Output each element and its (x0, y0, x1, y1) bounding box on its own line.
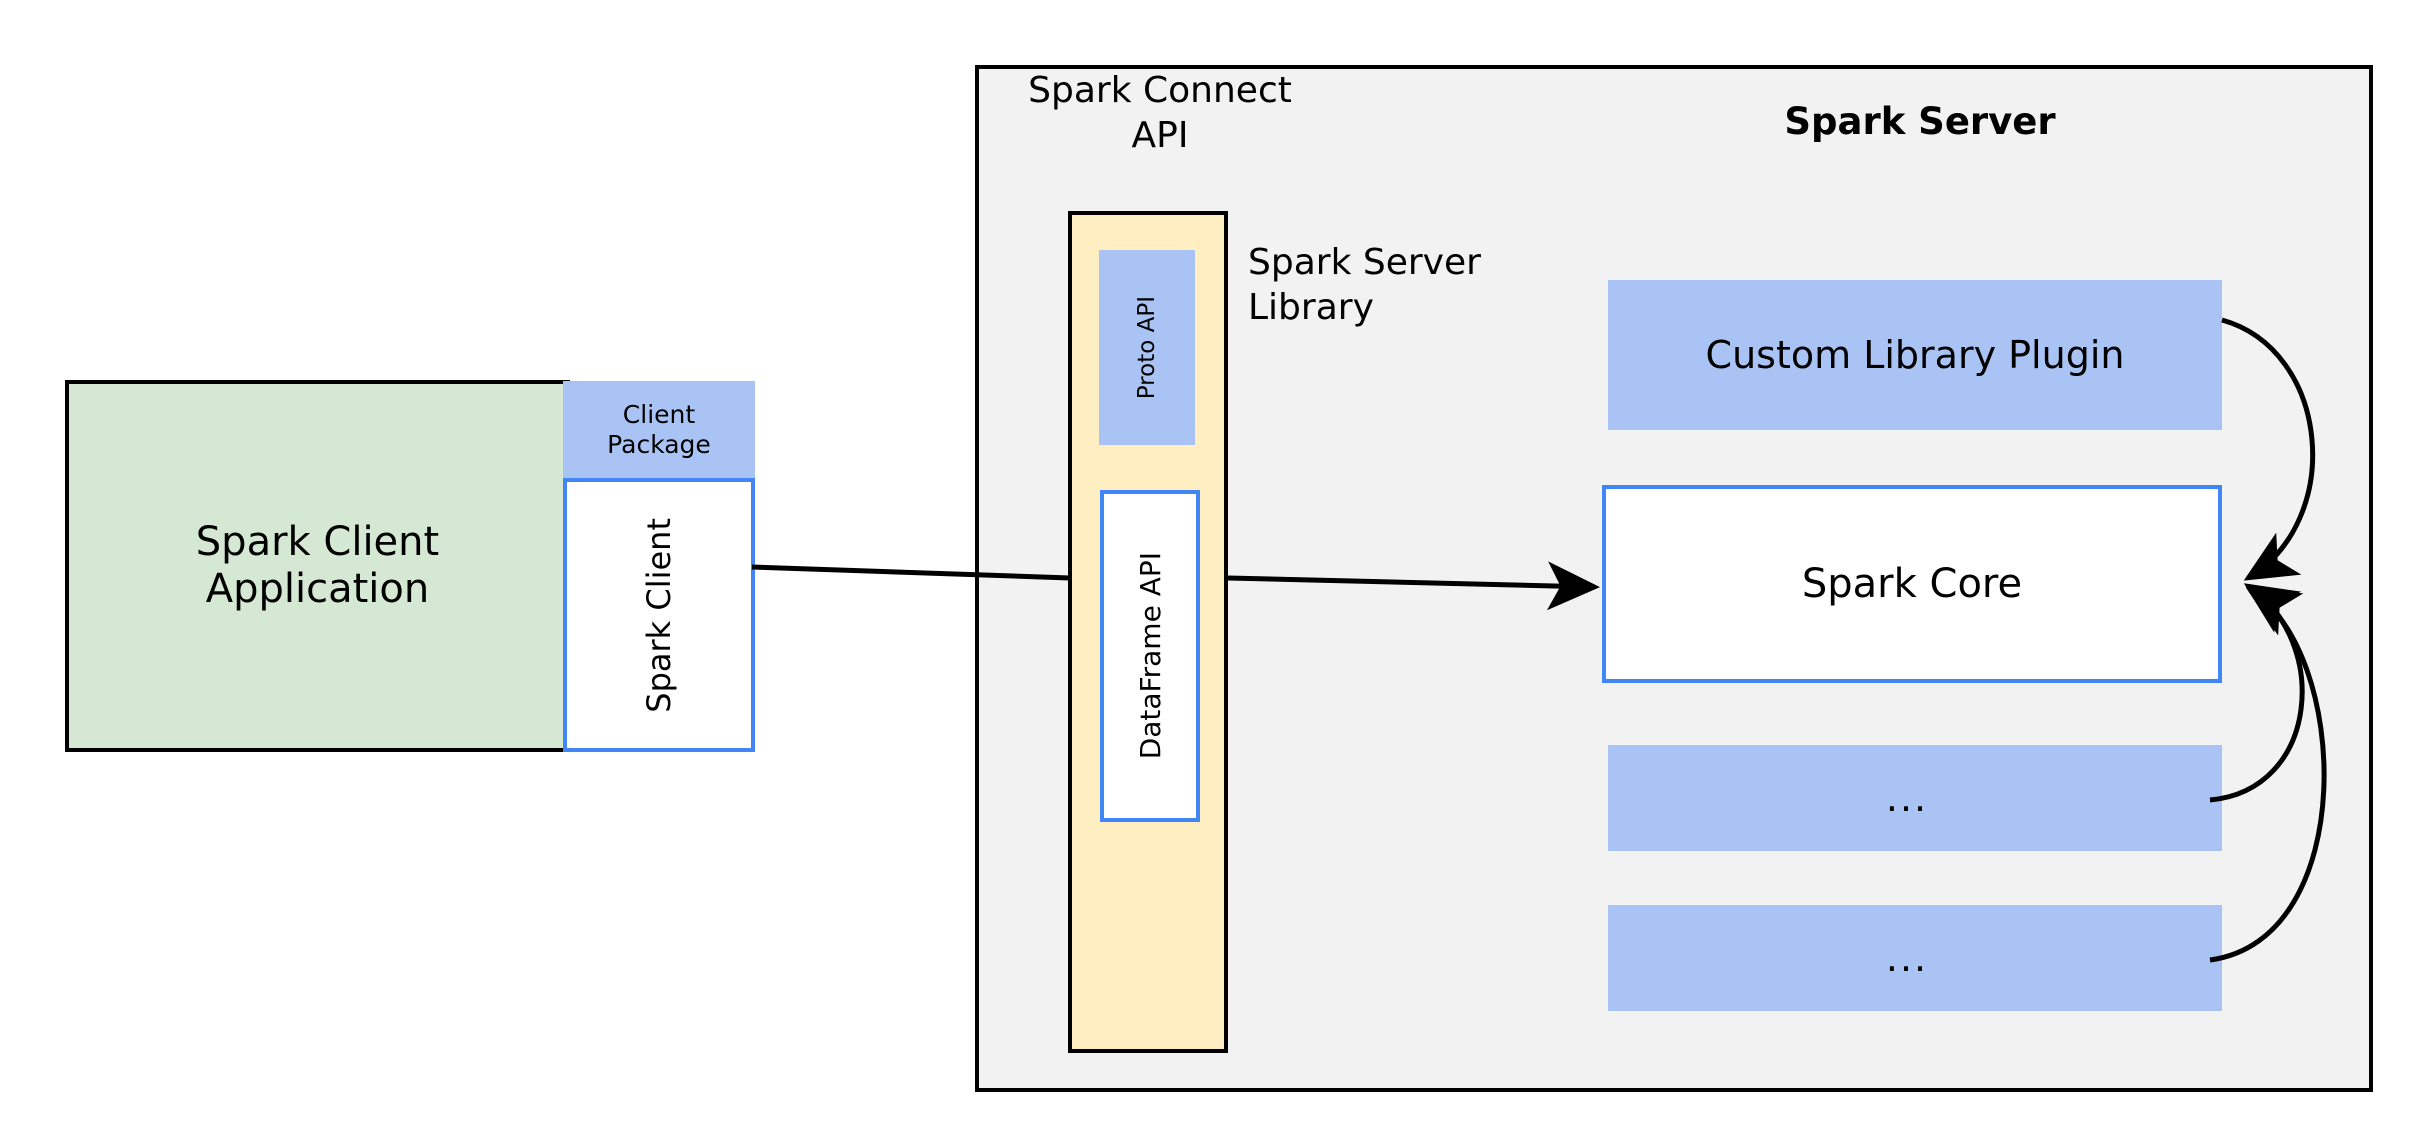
custom-library-plugin-box[interactable]: Custom Library Plugin (1608, 280, 2222, 430)
spark-connect-api-label-line1: Spark Connect (1028, 70, 1292, 111)
ellipsis-box-2[interactable]: ... (1608, 905, 2222, 1011)
spark-core-label: Spark Core (1801, 561, 2023, 607)
client-package-label-line2: Package (607, 429, 711, 459)
dataframe-api-box[interactable]: DataFrame API (1100, 490, 1200, 822)
spark-client-application-box[interactable]: Spark Client Application (65, 380, 570, 752)
spark-connect-api-label-line2: API (1131, 115, 1189, 156)
ellipsis-label-2: ... (1885, 936, 1929, 980)
custom-library-plugin-label: Custom Library Plugin (1705, 333, 2125, 377)
proto-api-label: Proto API (1134, 295, 1160, 400)
spark-connect-api-label: Spark Connect API (1010, 68, 1310, 158)
client-package-box[interactable]: Client Package (563, 381, 755, 478)
ellipsis-box-1[interactable]: ... (1608, 745, 2222, 851)
spark-client-label: Spark Client (640, 517, 678, 713)
spark-server-library-label: Spark Server Library (1248, 240, 1578, 330)
proto-api-box[interactable]: Proto API (1099, 250, 1195, 445)
ellipsis-label-1: ... (1885, 776, 1929, 820)
client-package-label-line1: Client (622, 399, 696, 429)
spark-server-title: Spark Server (1784, 100, 2056, 143)
client-application-label-line1: Spark Client (195, 518, 440, 565)
client-application-label-line2: Application (205, 566, 430, 612)
spark-client-box[interactable]: Spark Client (563, 478, 755, 752)
dataframe-api-label: DataFrame API (1133, 552, 1167, 760)
spark-server-library-label-line2: Library (1248, 287, 1374, 328)
spark-server-library-label-line1: Spark Server (1248, 242, 1481, 283)
spark-core-box[interactable]: Spark Core (1602, 485, 2222, 683)
